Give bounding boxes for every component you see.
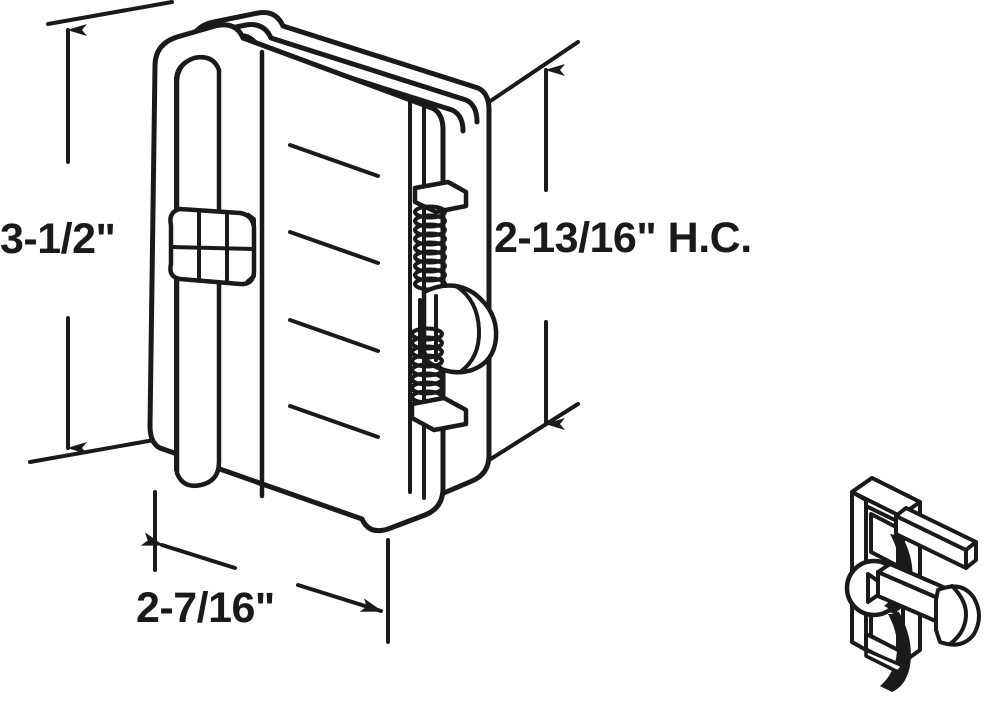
keeper-lower-shadow xyxy=(880,614,911,692)
lower-spring-seat xyxy=(409,395,469,433)
extension-line-top xyxy=(484,40,580,106)
dimension-label-hole-center: 2-13/16" H.C. xyxy=(494,214,752,262)
grille-bars xyxy=(170,211,255,283)
dimension-label-width: 2-7/16" xyxy=(136,584,275,632)
face-score-line-1 xyxy=(288,143,380,178)
upper-spring-seat xyxy=(412,179,469,215)
dimension-height xyxy=(28,0,174,464)
latch-mechanism xyxy=(409,179,499,433)
keeper-hook-head xyxy=(934,584,981,647)
dimension-width xyxy=(140,490,390,644)
dimension-arrow-right xyxy=(296,583,383,613)
extension-line-bottom xyxy=(484,402,580,464)
latch-front-faceplate xyxy=(147,22,446,534)
dimension-label-height: 3-1/2" xyxy=(0,215,115,263)
louver-grille xyxy=(168,206,257,287)
keeper-strike-plate xyxy=(844,476,981,692)
face-score-line-4 xyxy=(288,404,380,439)
dimension-hole-center xyxy=(484,40,580,464)
cam-latch-inner-edge xyxy=(454,284,482,374)
keeper-hook-inner xyxy=(948,584,968,646)
extension-line-bottom xyxy=(28,438,156,464)
extension-line-top xyxy=(46,0,174,26)
face-score-line-2 xyxy=(288,230,380,265)
upper-coil-spring xyxy=(413,204,447,292)
keeper-plate-top-bevel xyxy=(850,476,922,518)
keeper-bottom-skirt xyxy=(864,648,905,674)
face-score-line-3 xyxy=(288,318,380,353)
dimension-arrow-left xyxy=(140,532,237,570)
keeper-top-rail-end xyxy=(964,540,978,570)
lower-coil-spring xyxy=(410,326,444,405)
